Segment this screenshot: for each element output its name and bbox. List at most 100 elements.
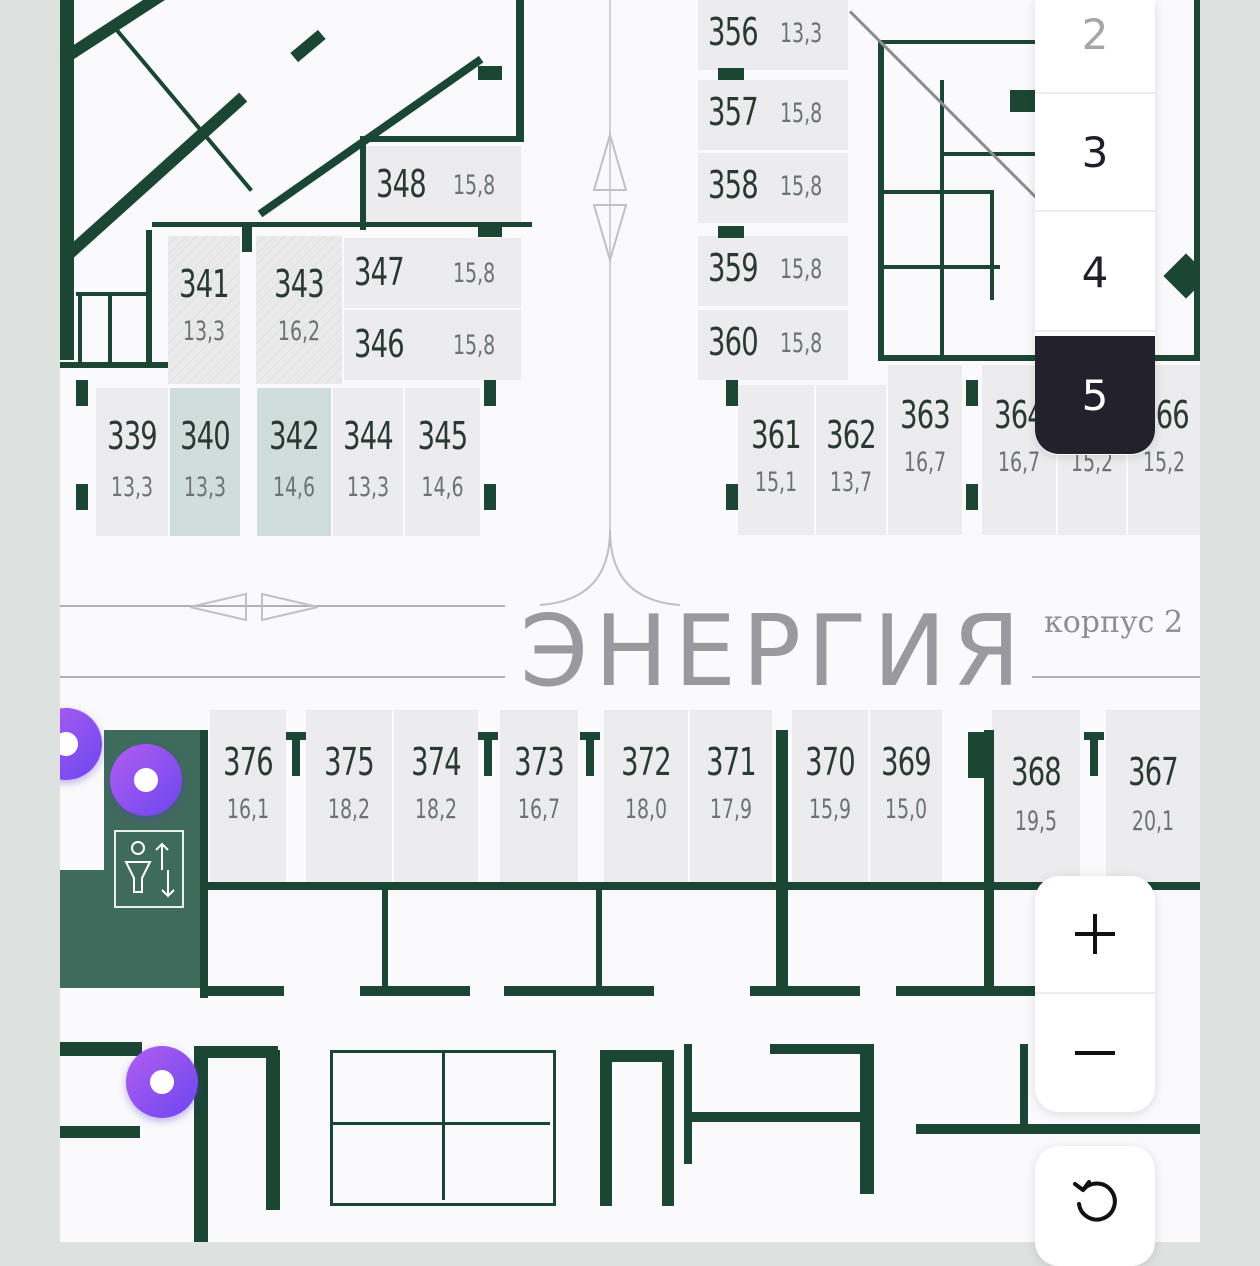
wall	[1194, 0, 1200, 360]
wall	[60, 0, 74, 360]
unit-364[interactable]: 364 16,7	[982, 365, 1056, 535]
floor-button-3[interactable]: 3	[1035, 94, 1155, 212]
unit-359[interactable]: 359 15,8	[698, 236, 848, 306]
unit-number: 360	[708, 320, 759, 364]
zoom-in-button[interactable]	[1035, 876, 1155, 994]
unit-number: 368	[1011, 750, 1062, 794]
unit-area: 14,6	[272, 472, 316, 503]
unit-372[interactable]: 372 18,0	[604, 710, 688, 885]
unit-373[interactable]: 373 16,7	[500, 710, 578, 885]
floor-plan-map[interactable]: 339 13,3 340 13,3 342 14,6 344 13,3 345 …	[60, 0, 1200, 1242]
wall	[266, 1050, 280, 1210]
unit-370[interactable]: 370 15,9	[792, 710, 868, 885]
unit-360[interactable]: 360 15,8	[698, 310, 848, 380]
map-marker[interactable]	[126, 1046, 198, 1118]
unit-339[interactable]: 339 13,3	[96, 388, 168, 536]
wall	[896, 986, 1036, 996]
map-marker[interactable]	[110, 744, 182, 816]
unit-number: 367	[1128, 750, 1179, 794]
wall	[662, 1050, 674, 1206]
unit-area: 15,8	[453, 330, 496, 361]
unit-369[interactable]: 369 15,0	[870, 710, 942, 885]
unit-area: 15,8	[780, 171, 823, 202]
storage-divider	[442, 1050, 445, 1200]
wall	[194, 1046, 208, 1242]
unit-number: 343	[274, 262, 325, 306]
unit-347[interactable]: 347 15,8	[344, 238, 521, 308]
zoom-controls	[1035, 876, 1155, 1112]
wall	[600, 1050, 674, 1062]
wall	[878, 40, 884, 360]
unit-area: 16,7	[903, 447, 947, 478]
unit-area: 14,6	[421, 472, 464, 503]
unit-368[interactable]: 368 19,5	[992, 710, 1080, 885]
floor-button-4[interactable]: 4	[1035, 214, 1155, 332]
unit-number: 357	[708, 90, 759, 134]
unit-number: 345	[417, 414, 469, 458]
unit-344[interactable]: 344 13,3	[333, 388, 403, 536]
unit-number: 372	[621, 740, 672, 784]
wall	[60, 1042, 142, 1056]
floor-selector: 2 3 4 5	[1035, 0, 1155, 455]
wall	[600, 1050, 612, 1206]
unit-area: 20,1	[1131, 806, 1175, 837]
unit-346[interactable]: 346 15,8	[344, 310, 521, 380]
unit-area: 19,5	[1014, 806, 1058, 837]
zoom-out-button[interactable]	[1035, 994, 1155, 1112]
unit-342[interactable]: 342 14,6	[257, 388, 331, 536]
unit-357[interactable]: 357 15,8	[698, 80, 848, 150]
unit-356[interactable]: 356 13,3	[698, 0, 848, 70]
column	[76, 380, 88, 406]
unit-number: 375	[324, 740, 375, 784]
wall	[60, 362, 200, 368]
unit-number: 370	[805, 740, 856, 784]
wall	[880, 190, 990, 194]
unit-number: 358	[708, 163, 759, 207]
wall	[60, 1126, 140, 1138]
unit-number: 362	[826, 413, 877, 457]
floor-button-2[interactable]: 2	[1035, 0, 1155, 94]
unit-363[interactable]: 363 16,7	[888, 365, 962, 535]
unit-number: 356	[708, 10, 759, 54]
unit-362[interactable]: 362 13,7	[816, 385, 886, 535]
reset-view-button[interactable]	[1035, 1146, 1155, 1266]
unit-area: 15,8	[780, 328, 823, 359]
unit-358[interactable]: 358 15,8	[698, 153, 848, 223]
unit-area: 18,2	[414, 794, 458, 825]
unit-area: 15,8	[780, 254, 823, 285]
unit-345[interactable]: 345 14,6	[405, 388, 480, 536]
column	[968, 732, 984, 778]
unit-number: 347	[354, 250, 405, 294]
unit-341: 341 13,3	[168, 236, 240, 384]
unit-area: 13,3	[110, 472, 154, 503]
unit-number: 371	[706, 740, 757, 784]
corridor-arrows	[189, 131, 681, 622]
unit-area: 16,7	[517, 794, 561, 825]
column	[484, 484, 496, 510]
unit-376[interactable]: 376 16,1	[210, 710, 286, 885]
unit-375[interactable]: 375 18,2	[306, 710, 392, 885]
minus-icon	[1075, 1051, 1115, 1055]
wall	[146, 230, 152, 365]
unit-number: 361	[751, 413, 802, 457]
wall	[684, 1044, 692, 1164]
wall	[984, 730, 994, 992]
unit-371[interactable]: 371 17,9	[690, 710, 772, 885]
floor-button-5[interactable]: 5	[1035, 336, 1155, 454]
wall	[1010, 90, 1036, 112]
wall	[382, 886, 388, 986]
unit-area: 16,2	[277, 316, 321, 347]
wall	[360, 140, 366, 230]
unit-367[interactable]: 367 20,1	[1106, 710, 1200, 885]
unit-number: 346	[354, 322, 405, 366]
wall	[504, 986, 654, 996]
unit-348[interactable]: 348 15,8	[366, 146, 521, 222]
column-t	[478, 732, 498, 776]
unit-361[interactable]: 361 15,1	[738, 385, 814, 535]
unit-number: 340	[180, 414, 231, 458]
building-corpus: корпус 2	[1044, 605, 1184, 640]
unit-number: 359	[708, 246, 759, 290]
unit-number: 342	[269, 414, 320, 458]
unit-374[interactable]: 374 18,2	[394, 710, 478, 885]
unit-340[interactable]: 340 13,3	[170, 388, 240, 536]
